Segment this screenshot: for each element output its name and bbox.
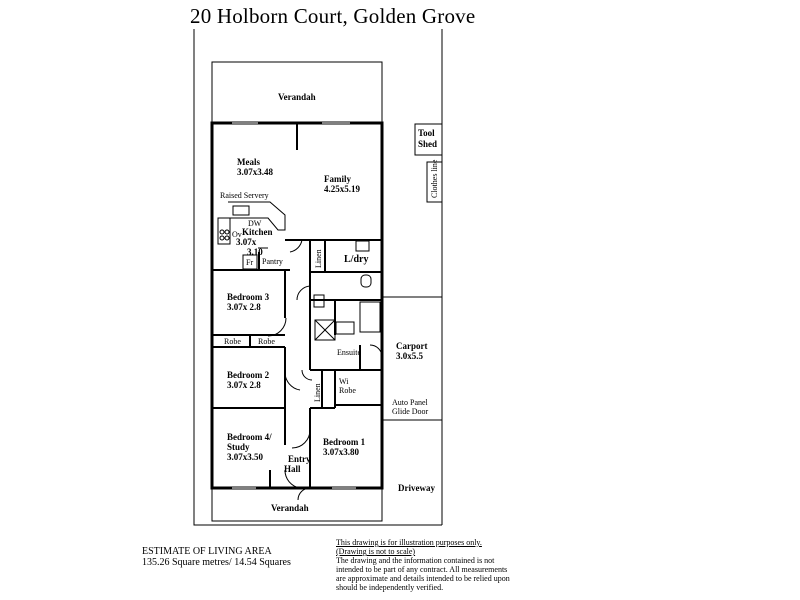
dw-label: DW xyxy=(248,219,262,228)
kitchen-bench xyxy=(228,201,286,231)
wi-robe-label-1: Wi xyxy=(339,377,349,386)
door-swing xyxy=(284,469,301,489)
ensuite-label: Ensuite xyxy=(337,348,361,357)
bedroom2-name: Bedroom 2 xyxy=(227,370,270,380)
robe-label-1: Robe xyxy=(224,337,241,346)
front-door-swing xyxy=(297,487,311,501)
fridge xyxy=(242,254,258,270)
auto-panel-label-2: Glide Door xyxy=(392,407,429,416)
auto-panel-label-1: Auto Panel xyxy=(392,398,428,407)
pantry-label: Pantry xyxy=(262,257,283,266)
ov-label: Ov xyxy=(232,230,242,239)
verandah-top-outline xyxy=(211,61,383,122)
estimate-heading: ESTIMATE OF LIVING AREA xyxy=(142,546,272,557)
bedroom2-size: 3.07x 2.8 xyxy=(227,380,261,390)
door-swing xyxy=(369,344,383,358)
raised-servery-label: Raised Servery xyxy=(220,191,269,200)
bedroom3-size: 3.07x 2.8 xyxy=(227,302,261,312)
wi-robe-label-2: Robe xyxy=(339,386,356,395)
linen-label-2: Linen xyxy=(313,383,322,402)
bedroom3-name: Bedroom 3 xyxy=(227,292,270,302)
family-size: 4.25x5.19 xyxy=(324,184,360,194)
door-swing xyxy=(284,371,301,391)
bedroom1-size: 3.07x3.80 xyxy=(323,447,359,457)
meals-name: Meals xyxy=(237,157,260,167)
disclaimer-body: The drawing and the information containe… xyxy=(336,556,510,592)
boundary-line xyxy=(193,29,442,526)
oven xyxy=(217,217,231,245)
bedroom1-name: Bedroom 1 xyxy=(323,437,366,447)
family-name: Family xyxy=(324,174,351,184)
verandah-bottom-outline xyxy=(211,488,383,522)
carport-size: 3.0x5.5 xyxy=(396,351,423,361)
verandah-bottom-label: Verandah xyxy=(271,503,309,513)
door-swing xyxy=(267,317,287,337)
entry-hall-label-2: Hall xyxy=(284,464,301,474)
living-area-estimate: ESTIMATE OF LIVING AREA 135.26 Square me… xyxy=(142,546,291,568)
door-swing xyxy=(291,429,311,449)
carport-name: Carport xyxy=(396,341,428,351)
meals-size: 3.07x3.48 xyxy=(237,167,273,177)
bedroom4-name-2: Study xyxy=(227,442,250,452)
tool-shed xyxy=(414,123,443,156)
toilet xyxy=(360,274,372,288)
bedroom4-name-1: Bedroom 4/ xyxy=(227,432,272,442)
shower xyxy=(314,319,336,341)
entry-hall-label-1: Entry xyxy=(288,454,311,464)
door-swing xyxy=(289,239,303,253)
cooktop-burner xyxy=(219,229,225,235)
estimate-value: 135.26 Square metres/ 14.54 Squares xyxy=(142,557,291,568)
kitchen-name: Kitchen xyxy=(242,227,273,237)
bath xyxy=(359,301,381,333)
vanity xyxy=(335,321,355,335)
ensuite-toilet xyxy=(313,294,325,308)
disclaimer-line2: (Drawing is not to scale) xyxy=(336,547,416,556)
robe-label-2: Robe xyxy=(258,337,275,346)
linen-label-1: Linen xyxy=(314,249,323,268)
laundry-label: L/dry xyxy=(344,254,369,265)
clothes-line-label: Clothes line xyxy=(430,159,439,198)
page-title: 20 Holborn Court, Golden Grove xyxy=(190,4,476,28)
kitchen-size-2: 3.10 xyxy=(247,247,263,257)
clothes-line xyxy=(426,161,443,203)
driveway-label: Driveway xyxy=(398,483,435,493)
tool-shed-label-2: Shed xyxy=(418,139,438,149)
sink xyxy=(232,205,250,216)
kitchen-size-1: 3.07x xyxy=(236,237,257,247)
laundry-trough xyxy=(355,240,370,252)
disclaimer-line1: This drawing is for illustration purpose… xyxy=(336,538,482,547)
tool-shed-label-1: Tool xyxy=(418,128,435,138)
bedroom4-size: 3.07x3.50 xyxy=(227,452,263,462)
verandah-top-label: Verandah xyxy=(278,92,316,102)
door-swing xyxy=(296,285,311,301)
disclaimer: This drawing is for illustration purpose… xyxy=(336,538,516,592)
fridge-label: Fr xyxy=(246,258,254,267)
door-swing xyxy=(301,369,313,381)
